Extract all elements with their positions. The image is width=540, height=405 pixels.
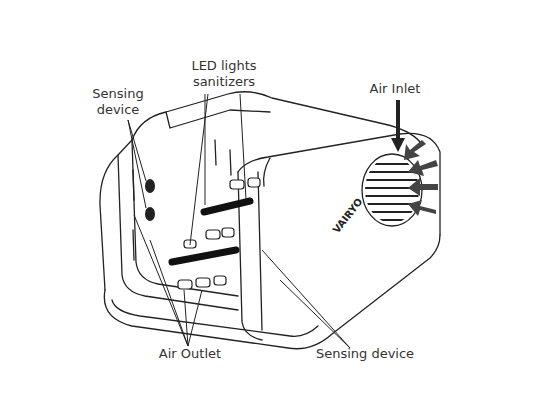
part-label: Sensing device xyxy=(86,86,150,118)
back-inner xyxy=(166,110,270,128)
outlet-vent xyxy=(178,178,260,289)
part-label: Sensing device xyxy=(305,346,425,362)
block-curve xyxy=(264,158,270,186)
part-label: LED lights sanitizers xyxy=(183,58,265,90)
led-bar xyxy=(172,250,236,262)
sensor-dot xyxy=(145,179,155,193)
block-front xyxy=(238,172,262,340)
inner-edge xyxy=(132,140,238,296)
left-wall xyxy=(100,140,132,290)
inlet-arrow xyxy=(391,100,438,216)
block-front-inner xyxy=(258,172,262,330)
back-edge xyxy=(132,92,420,142)
guide-line xyxy=(133,140,231,260)
base-line xyxy=(112,300,318,336)
part-label: Air Inlet xyxy=(360,81,430,97)
led-bar xyxy=(204,201,250,212)
leader-line xyxy=(128,94,350,348)
part-label: Air Outlet xyxy=(150,346,230,362)
sensor-dot xyxy=(145,207,155,221)
left-wall-inner xyxy=(118,155,238,310)
brand-label: VAIRYO xyxy=(325,189,371,244)
